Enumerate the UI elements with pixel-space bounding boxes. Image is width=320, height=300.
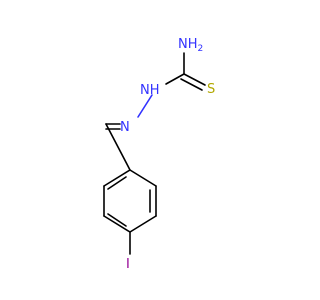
- i-label: I: [126, 257, 130, 272]
- bond-n-n: [137, 94, 153, 118]
- benzene-ring: [103, 169, 157, 233]
- bond-c-nh: [165, 73, 185, 85]
- s-label: S: [207, 82, 215, 97]
- structure-canvas: NH2 NH N S I: [103, 37, 215, 272]
- bond-ch-ring: [105, 123, 131, 171]
- nh-label: NH: [140, 83, 160, 98]
- bond-c-s-b: [180, 78, 203, 91]
- bond-c-s-a: [183, 73, 206, 86]
- n-label: N: [120, 120, 130, 135]
- nh2-label: NH2: [178, 37, 203, 54]
